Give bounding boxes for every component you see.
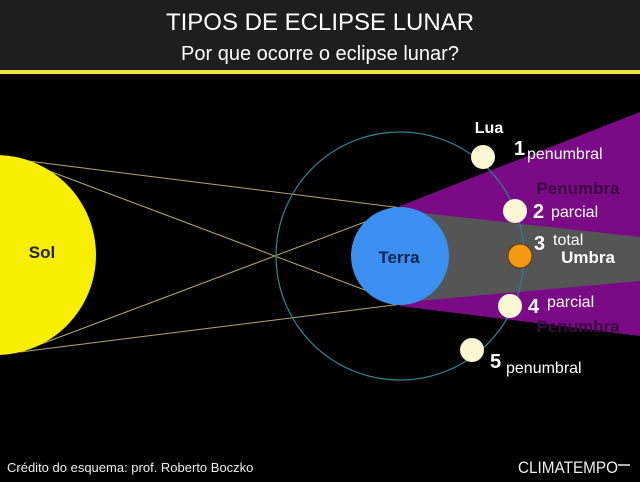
brand-logo: CLIMATEMPO (518, 458, 618, 477)
moon-position-3 (507, 243, 533, 269)
phase-1-label: penumbral (527, 146, 603, 163)
umbra-label: Umbra (561, 248, 615, 267)
phase-5-number: 5 (490, 351, 501, 373)
moon-position-1 (471, 145, 495, 169)
phase-3-label: total (553, 232, 583, 249)
phase-2-label: parcial (551, 204, 598, 221)
earth-label: Terra (378, 248, 420, 267)
header-bar (0, 0, 640, 70)
penumbra-label-bottom: Penumbra (536, 317, 620, 336)
phase-2-number: 2 (533, 201, 544, 223)
penumbra-label-top: Penumbra (536, 179, 620, 198)
sun (0, 155, 96, 355)
moon-position-4 (498, 294, 522, 318)
phase-4-number: 4 (528, 296, 540, 318)
page-title: TIPOS DE ECLIPSE LUNAR (166, 9, 474, 36)
moon-position-5 (460, 338, 484, 362)
page-subtitle: Por que ocorre o eclipse lunar? (181, 43, 459, 65)
phase-5-label: penumbral (506, 360, 582, 377)
credit-text: Crédito do esquema: prof. Roberto Boczko (7, 460, 253, 475)
moon-label: Lua (475, 120, 504, 137)
sun-label: Sol (29, 243, 55, 262)
sun-rays (19, 159, 403, 353)
phase-3-number: 3 (534, 233, 545, 255)
earth (351, 207, 449, 305)
phase-4-label: parcial (547, 294, 594, 311)
moon-position-2 (503, 199, 527, 223)
header-divider (0, 70, 640, 74)
phase-1-number: 1 (514, 138, 525, 160)
